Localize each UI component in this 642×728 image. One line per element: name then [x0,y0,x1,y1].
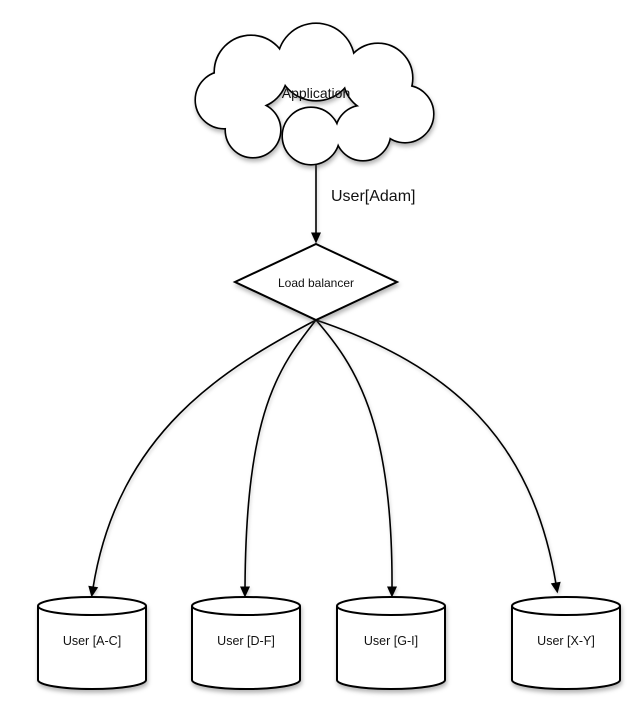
shard-label-a-c: User [A-C] [63,634,121,648]
database-cylinder-user-x-y [511,596,621,690]
edges-loadbalancer-to-shards [88,319,561,598]
edge-lb-to-shard-a-c [88,319,317,598]
application-label: Application [282,85,351,101]
shard-label-d-f: User [D-F] [217,634,275,648]
shard-cylinders [37,596,621,690]
database-cylinder-user-g-i [336,596,446,690]
application-cloud-node [194,22,435,166]
diamond-icon [232,242,400,322]
edge-label-user-adam: User[Adam] [331,188,415,205]
loadbalancer-diamond-node [232,242,400,322]
database-cylinder-user-a-c [37,596,147,690]
edge-lb-to-shard-g-i [315,319,398,598]
loadbalancer-label: Load balancer [278,276,354,290]
database-cylinder-user-d-f [191,596,301,690]
edge-lb-to-shard-x-y [315,319,561,594]
edge-lb-to-shard-d-f [240,319,317,598]
shard-label-x-y: User [X-Y] [537,634,595,648]
shard-label-g-i: User [G-I] [364,634,418,648]
